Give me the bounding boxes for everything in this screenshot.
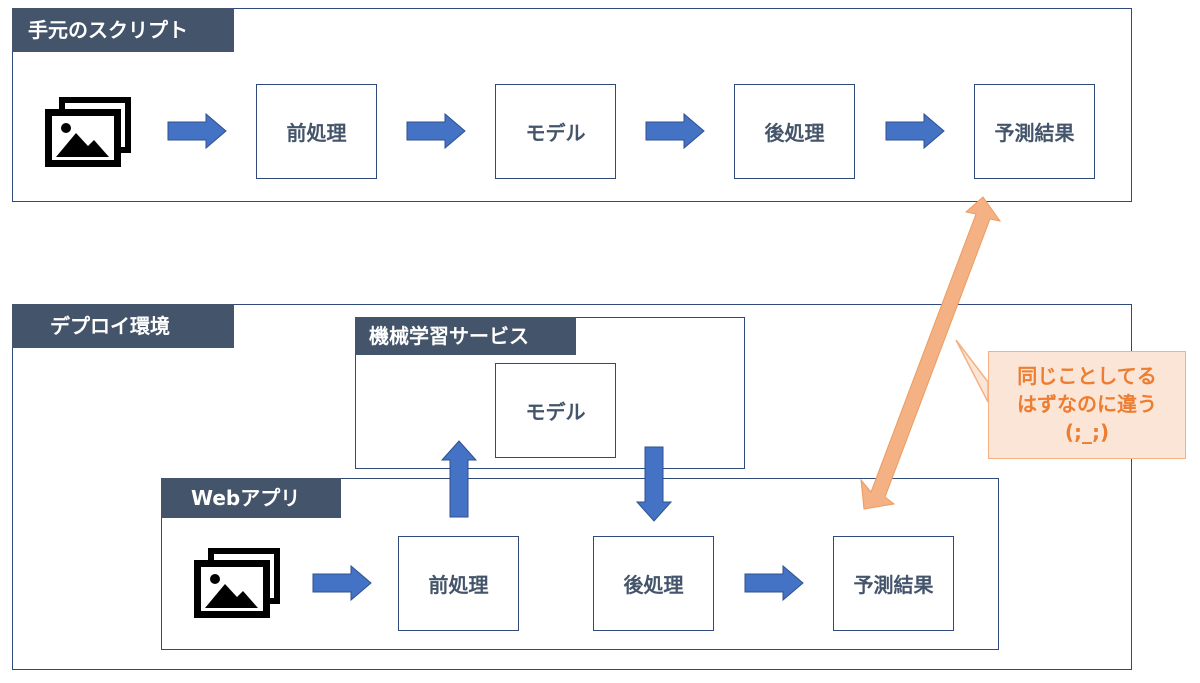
callout-tail xyxy=(955,339,989,403)
arrow-right-icon xyxy=(406,113,466,149)
callout-line-1: 同じことしてる xyxy=(1017,364,1157,388)
webapp-preprocess-box: 前処理 xyxy=(398,536,519,631)
deploy-title: デプロイ環境 xyxy=(12,304,234,348)
local-script-panel xyxy=(12,8,1132,202)
ml-service-model-box: モデル xyxy=(495,363,616,458)
mismatch-callout: 同じことしてる はずなのに違う (;_;) xyxy=(988,351,1186,459)
local-preprocess-box: 前処理 xyxy=(256,84,377,179)
images-icon xyxy=(45,97,131,167)
callout-line-2: はずなのに違う xyxy=(1017,392,1157,416)
arrow-right-icon xyxy=(167,113,227,149)
callout-line-3: (;_;) xyxy=(1064,420,1110,444)
ml-service-title: 機械学習サービス xyxy=(355,317,576,355)
arrow-right-icon xyxy=(885,113,945,149)
arrow-down-icon xyxy=(635,446,673,522)
arrow-right-icon xyxy=(312,565,372,601)
double-arrow-icon xyxy=(860,196,1002,510)
webapp-result-box: 予測結果 xyxy=(833,536,954,631)
webapp-postprocess-box: 後処理 xyxy=(593,536,714,631)
local-result-box: 予測結果 xyxy=(974,84,1095,179)
webapp-title: Webアプリ xyxy=(161,478,341,518)
arrow-up-icon xyxy=(440,440,478,518)
local-postprocess-box: 後処理 xyxy=(734,84,855,179)
webapp-images-icon xyxy=(194,548,280,618)
deploy-panel xyxy=(12,304,1132,670)
arrow-right-icon xyxy=(744,565,804,601)
arrow-right-icon xyxy=(645,113,705,149)
local-script-title: 手元のスクリプト xyxy=(12,8,234,52)
local-model-box: モデル xyxy=(495,84,616,179)
